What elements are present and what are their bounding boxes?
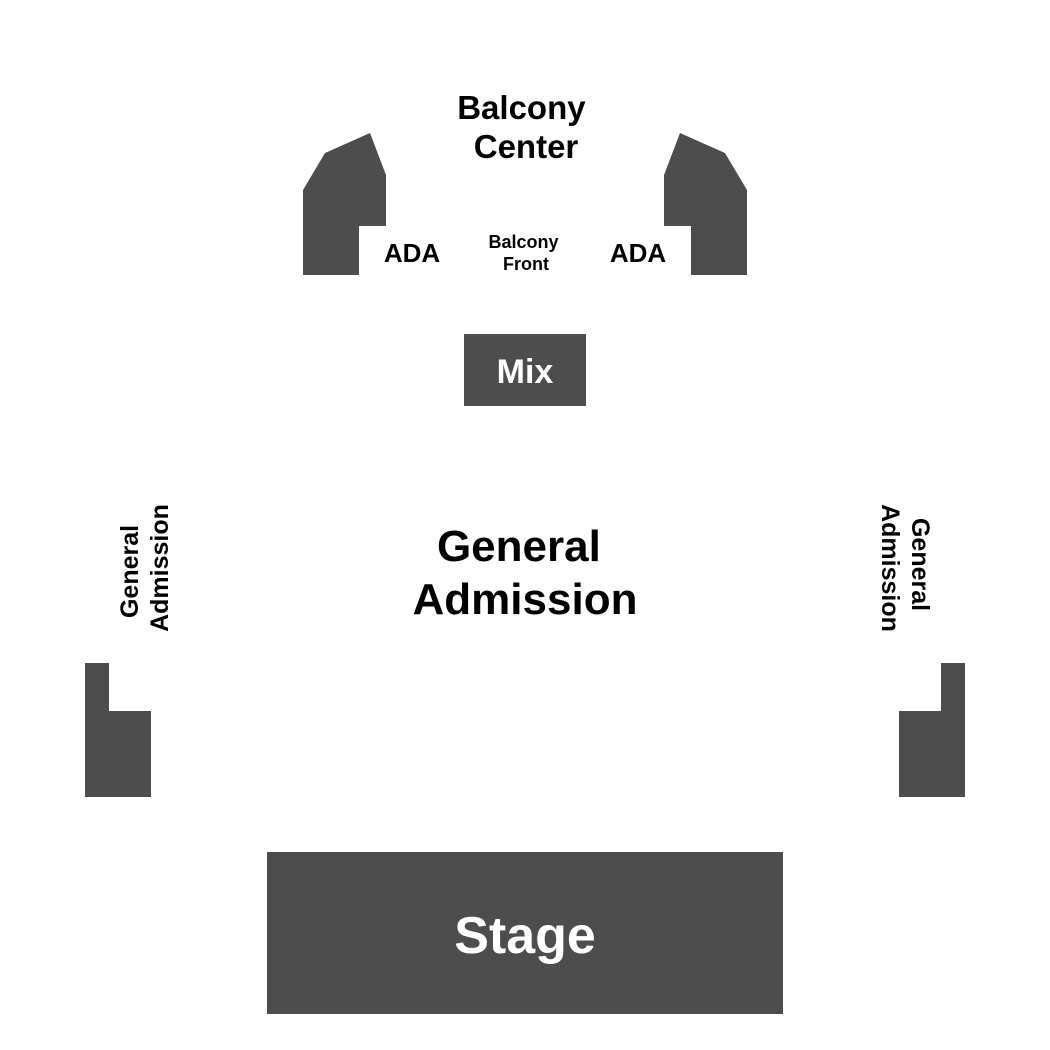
general-admission-right-group: General Admission bbox=[876, 504, 934, 632]
stage-label: Stage bbox=[454, 907, 596, 965]
general-admission-center-label: General Admission bbox=[413, 522, 638, 624]
left-side-block[interactable] bbox=[85, 663, 151, 797]
ada-left-label: ADA bbox=[384, 238, 441, 268]
ada-right-label: ADA bbox=[610, 238, 667, 268]
right-side-block[interactable] bbox=[899, 663, 965, 797]
balcony-center-label: Balcony Center bbox=[457, 89, 595, 165]
balcony-front-label: Balcony Front bbox=[488, 232, 563, 274]
balcony-right-block[interactable] bbox=[664, 133, 747, 275]
mix-label: Mix bbox=[497, 353, 554, 391]
general-admission-right-label: General Admission bbox=[876, 504, 934, 632]
general-admission-left-label: General Admission bbox=[116, 504, 174, 632]
general-admission-left-group: General Admission bbox=[116, 504, 174, 632]
mix-booth-block[interactable] bbox=[464, 334, 586, 406]
balcony-left-block[interactable] bbox=[303, 133, 386, 275]
stage-block[interactable] bbox=[267, 852, 783, 1014]
